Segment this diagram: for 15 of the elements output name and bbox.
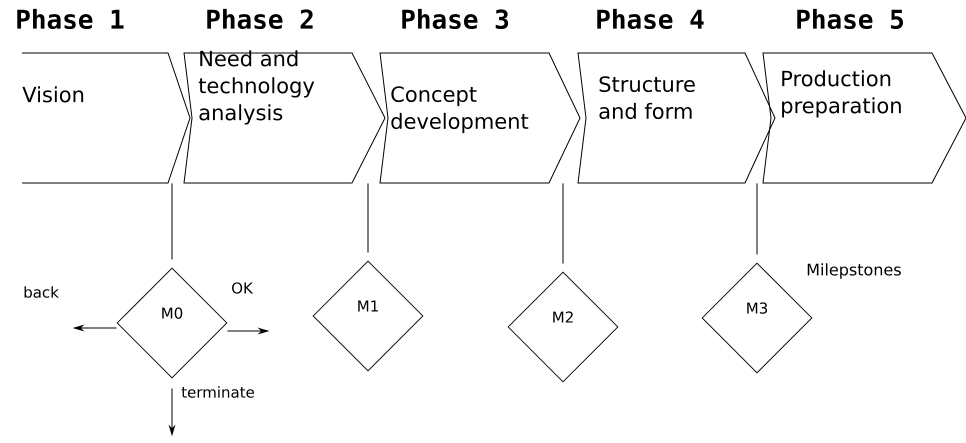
phase-heading: Phase 1 (17, 8, 124, 30)
chevron-box: Concept development (379, 52, 581, 184)
edge-label: OK (232, 282, 254, 294)
chevron-box: Structure and form (577, 52, 776, 184)
chevron-box: Vision (22, 52, 191, 184)
phase-heading: Phase 4 (597, 8, 704, 30)
chevron-box: Need and technology analysis (183, 50, 386, 184)
phase-heading: Phase 2 (207, 8, 313, 30)
phase-heading: Phase 3 (402, 8, 508, 30)
edge-label: back (24, 286, 59, 298)
phase-heading: Phase 5 (797, 8, 904, 30)
connector-line (562, 182, 564, 264)
connector-line (756, 182, 758, 256)
edge-label: terminate (182, 386, 254, 398)
chevron-box: Production preparation (762, 52, 966, 184)
